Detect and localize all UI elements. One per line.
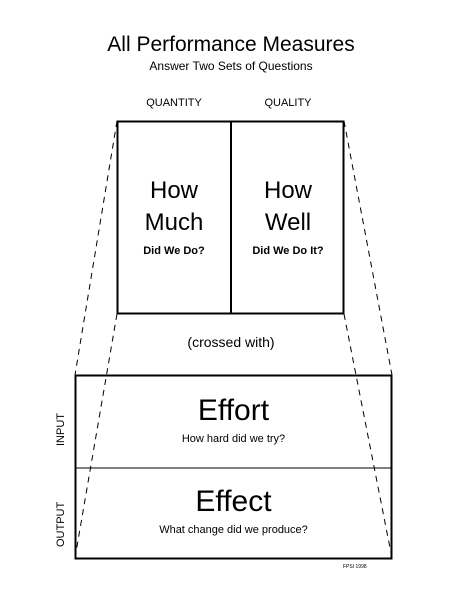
quality-question: Did We Do It?	[252, 245, 324, 257]
effect-question: What change did we produce?	[159, 524, 308, 536]
input-side-label: INPUT	[55, 413, 67, 446]
output-side-label: OUTPUT	[55, 501, 67, 547]
quantity-question: Did We Do?	[143, 245, 205, 257]
quality-line1: How	[263, 177, 312, 204]
diagram-title: All Performance Measures	[107, 33, 355, 56]
column-header-quality: QUALITY	[264, 97, 312, 109]
dashed-line-left-bottom	[74, 313, 118, 559]
quantity-line2: Much	[144, 209, 204, 236]
effort-heading: Effort	[197, 394, 270, 427]
quality-line2: Well	[264, 209, 312, 236]
effort-question: How hard did we try?	[181, 433, 286, 445]
column-header-quantity: QUANTITY	[146, 97, 202, 109]
diagram-subtitle: Answer Two Sets of Questions	[149, 59, 313, 73]
dashed-line-left-top	[74, 120, 118, 376]
effect-heading: Effect	[195, 485, 272, 518]
crossed-with-label: (crossed with)	[187, 334, 275, 350]
effort-effect-box	[74, 374, 393, 560]
dashed-line-right-bottom	[343, 313, 393, 559]
footer-credit: FPSI 1998	[343, 564, 367, 570]
quantity-line1: How	[149, 177, 198, 204]
